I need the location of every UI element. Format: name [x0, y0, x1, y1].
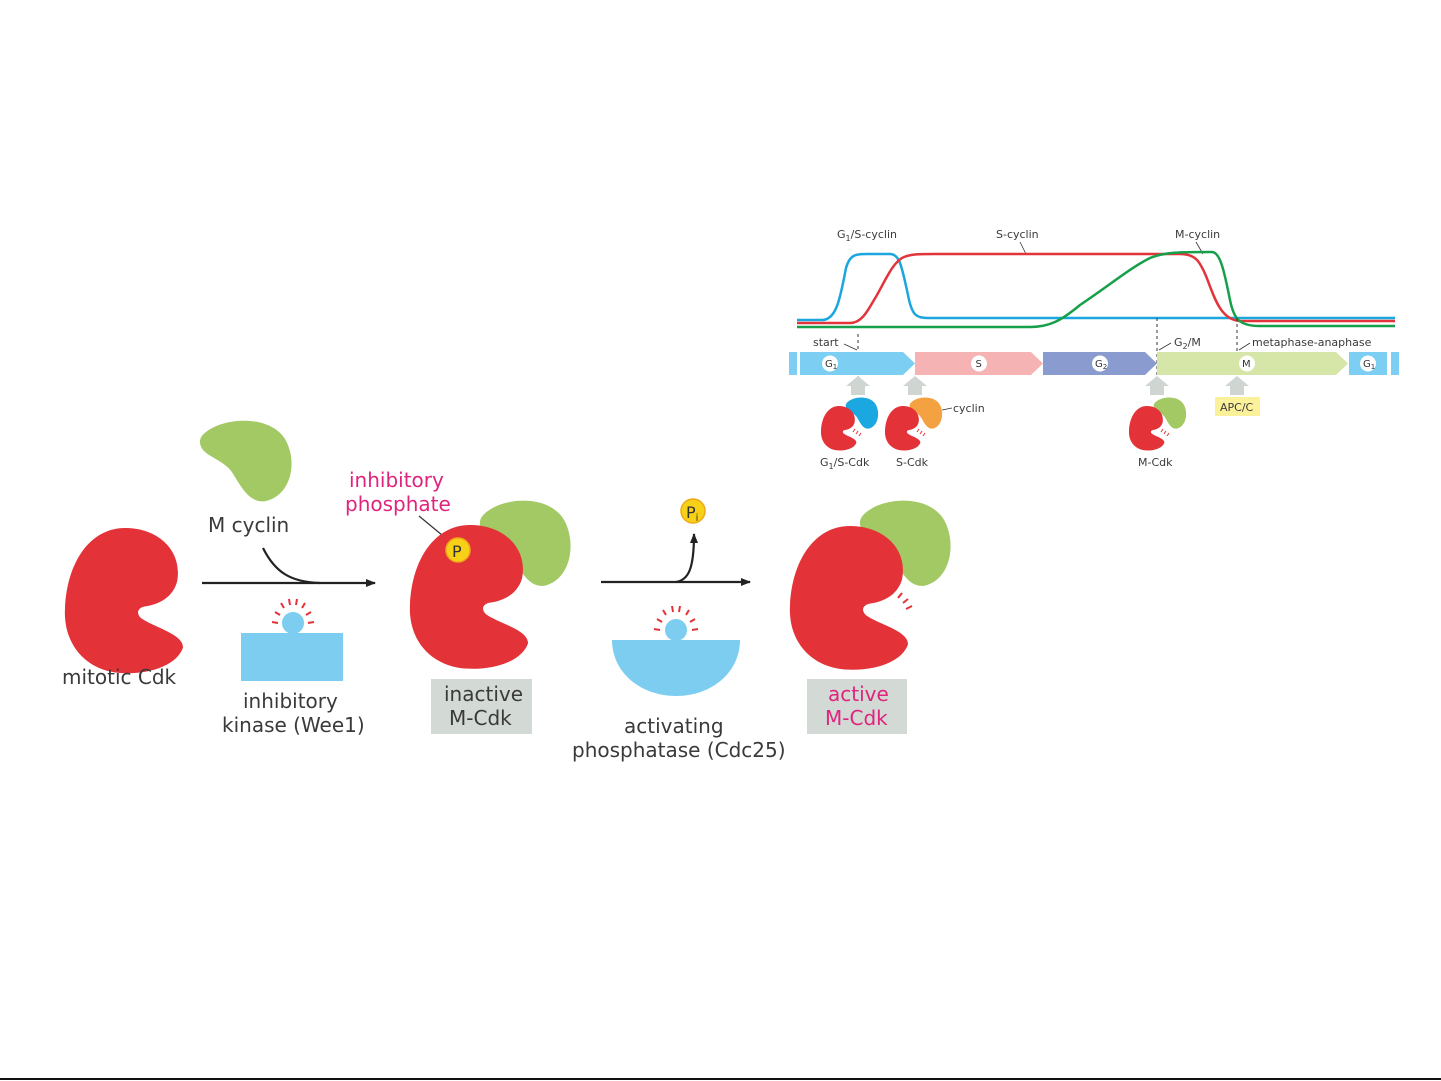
m-cyclin-label: M-cyclin [1175, 228, 1220, 241]
phase-label-m: M [1239, 356, 1255, 372]
m-cdk-activation-panel: mitotic Cdk M cyclin inhibitory kinase (… [62, 421, 951, 762]
up-arrow-g2m [1145, 376, 1169, 395]
m-cdk-label: M-Cdk [1138, 456, 1173, 469]
inhibitory-kinase-label-1: inhibitory [243, 689, 338, 713]
phosphate-symbol: P [452, 542, 462, 561]
cyclin-pointer-label: cyclin [953, 402, 985, 415]
activating-phosphatase-label-1: activating [624, 714, 724, 738]
s-cdk-complex [885, 398, 942, 451]
cyclin-pointer-line [942, 408, 952, 410]
phase-g1-arrow [800, 352, 915, 375]
g1s-cyclin-label: G1/S-cyclin [837, 228, 897, 243]
metaana-pointer [1239, 343, 1250, 350]
m-cyclin-curve [797, 252, 1395, 327]
up-arrow-s [903, 376, 927, 395]
m-cyclin-shape [200, 421, 292, 502]
bottom-border [0, 1078, 1441, 1080]
s-cdk-label: S-Cdk [896, 456, 929, 469]
active-cdk-shape [790, 526, 908, 670]
g1s-cyclin-curve [797, 254, 1395, 320]
activating-phosphatase-label-2: phosphatase (Cdc25) [572, 738, 786, 762]
g2m-label: G2/M [1174, 336, 1201, 351]
inactive-label-1: inactive [444, 682, 523, 706]
up-arrow-metaana [1225, 376, 1249, 395]
inhibitory-phosphate-label-2: phosphate [345, 492, 451, 516]
g2m-pointer [1159, 343, 1171, 350]
active-label-2: M-Cdk [825, 706, 888, 730]
m-cdk-complex [1129, 398, 1186, 451]
start-pointer [844, 344, 857, 350]
g1s-cdk-complex [821, 398, 878, 451]
m-cyclin-label: M cyclin [208, 513, 289, 537]
s-cyclin-label: S-cyclin [996, 228, 1039, 241]
apc-c-label: APC/C [1220, 401, 1254, 414]
g1s-cdk-label: G1/S-Cdk [820, 456, 870, 471]
mitotic-cdk-shape [65, 528, 183, 673]
phase-label-g2: G2 [1092, 356, 1108, 372]
up-arrow-start [846, 376, 870, 395]
mitotic-cdk-label: mitotic Cdk [62, 665, 177, 689]
active-label-1: active [828, 682, 889, 706]
wee1-kinase-shape [241, 599, 343, 681]
svg-text:S: S [976, 359, 982, 370]
s-cyclin-pointer [1020, 242, 1026, 254]
start-label: start [813, 336, 839, 349]
inhibitory-kinase-label-2: kinase (Wee1) [222, 713, 365, 737]
phase-label-g1-next: G1 [1360, 356, 1376, 372]
metaphase-anaphase-label: metaphase-anaphase [1252, 336, 1372, 349]
phase-label-g1: G1 [822, 356, 838, 372]
svg-text:M: M [1242, 359, 1251, 370]
phase-g1-tail [789, 352, 797, 375]
pi-release-curve [676, 534, 694, 582]
phase-label-s: S [971, 356, 987, 372]
phase-g1-next-tail [1391, 352, 1399, 375]
s-cyclin-curve [797, 254, 1395, 323]
inhibitory-phosphate-label-1: inhibitory [349, 468, 444, 492]
cell-cycle-panel: G1/S-cyclin S-cyclin M-cyclin start G2/M… [789, 228, 1399, 471]
m-cyclin-join-curve [263, 548, 320, 583]
cdc25-phosphatase-shape [612, 606, 740, 696]
inactive-label-2: M-Cdk [449, 706, 512, 730]
